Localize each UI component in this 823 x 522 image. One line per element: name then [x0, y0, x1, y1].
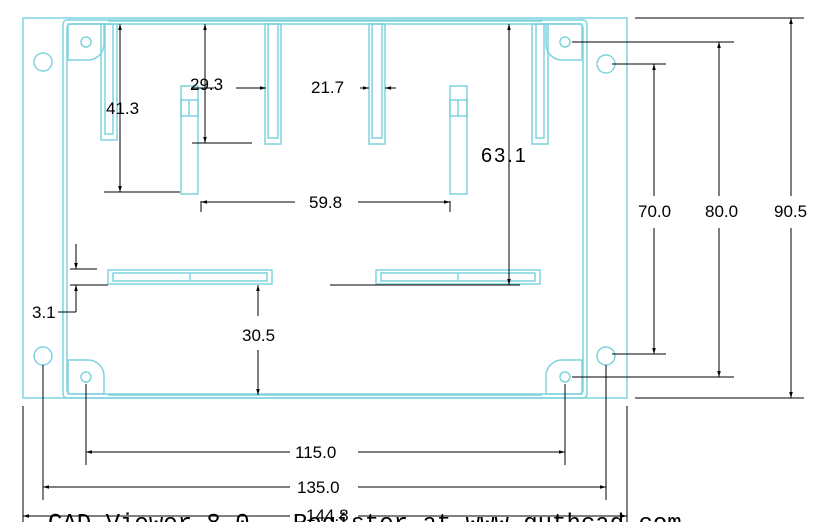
dimension-3-1: 3.1: [32, 244, 108, 322]
connector-slot-6: [531, 23, 549, 145]
dimension-80-0: 80.0: [572, 41, 738, 378]
dim-label-30-5: 30.5: [242, 326, 275, 345]
board-outline: [22, 17, 628, 399]
dimension-135-0: 135.0: [42, 365, 607, 500]
dimension-41-3: 41.3: [104, 24, 180, 193]
mounting-hole-bottom-right-outer: [596, 346, 616, 366]
dim-label-29-3: 29.3: [190, 75, 223, 94]
dim-label-41-3: 41.3: [106, 99, 139, 118]
watermark-text: CAD Viewer 8.0 - Register at www.guthcad…: [48, 511, 682, 522]
dimension-30-5: 30.5: [242, 285, 275, 395]
dimension-21-7: 21.7: [311, 78, 396, 97]
corner-bracket-bottom-left: [67, 359, 105, 395]
dim-label-63-1: 63.1: [481, 145, 528, 167]
connector-slot-5: [449, 85, 468, 195]
dim-label-3-1: 3.1: [32, 303, 56, 322]
dimension-70-0: 70.0: [612, 63, 671, 355]
dimension-59-8: 59.8: [200, 193, 451, 212]
dim-label-59-8: 59.8: [309, 193, 342, 212]
connector-slot-2: [180, 85, 199, 195]
inner-board-frame-2: [66, 23, 584, 395]
connector-slot-1: [100, 23, 118, 141]
dimension-63-1: 63.1: [330, 24, 528, 286]
dimension-29-3: 29.3: [190, 24, 266, 144]
connector-slot-3: [264, 23, 282, 145]
mounting-hole-top-left-outer: [33, 52, 53, 72]
dimension-90-5: 90.5: [635, 17, 807, 399]
corner-bracket-bottom-right: [545, 359, 583, 395]
dim-label-90-5: 90.5: [774, 202, 807, 221]
dim-label-80-0: 80.0: [705, 202, 738, 221]
connector-horizontal-left: [107, 269, 273, 285]
dimension-115-0: 115.0: [85, 384, 566, 465]
inner-board-frame: [62, 19, 588, 399]
dim-label-70-0: 70.0: [638, 202, 671, 221]
dim-label-115-0: 115.0: [295, 443, 336, 462]
connector-horizontal-right: [375, 269, 541, 285]
mounting-hole-bottom-left-outer: [33, 346, 53, 366]
corner-bracket-top-left: [67, 23, 105, 61]
dim-label-21-7: 21.7: [311, 78, 344, 97]
dimension-144-8: 144.8: [22, 406, 628, 522]
dim-label-135-0: 135.0: [297, 478, 340, 497]
connector-slot-4: [368, 23, 386, 145]
dim-label-144-8: 144.8: [306, 506, 349, 522]
